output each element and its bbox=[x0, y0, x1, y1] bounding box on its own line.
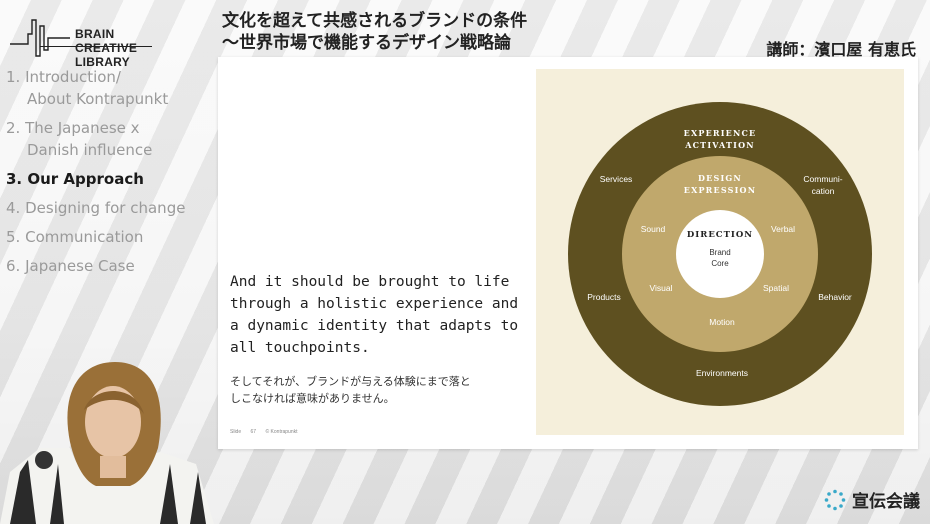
agenda-label-2: About Kontrapunkt bbox=[27, 90, 169, 108]
agenda-label: Introduction/ bbox=[25, 68, 121, 86]
label-verbal: Verbal bbox=[771, 224, 795, 234]
core-title: DIRECTION bbox=[687, 230, 753, 240]
agenda-item-3: 3. Our Approach bbox=[6, 168, 216, 190]
logo-underline bbox=[40, 46, 152, 48]
logo-waveform-icon bbox=[10, 19, 70, 57]
slide-footer: Slide 67 © Kontrapunkt bbox=[230, 429, 306, 435]
core-circle bbox=[676, 210, 764, 298]
presenter-video bbox=[0, 352, 222, 524]
agenda-number: 4. bbox=[6, 199, 21, 217]
agenda-list: 1. Introduction/ About Kontrapunkt 2. Th… bbox=[6, 66, 216, 284]
slide-copyright: © Kontrapunkt bbox=[265, 429, 298, 435]
sendenkaigi-brand: 宣伝会議 bbox=[824, 487, 920, 512]
label-environments: Environments bbox=[696, 368, 748, 378]
middle-title-1: DESIGN bbox=[698, 173, 742, 183]
logo-line-1: BRAIN bbox=[75, 27, 115, 41]
agenda-item-6: 6. Japanese Case bbox=[6, 255, 216, 277]
logo-text: BRAIN CREATIVE LIBRARY bbox=[75, 27, 137, 69]
agenda-label: Japanese Case bbox=[25, 257, 135, 275]
brain-creative-library-logo: BRAIN CREATIVE LIBRARY bbox=[10, 12, 160, 69]
core-line-2: Core bbox=[711, 259, 729, 268]
label-communication-2: cation bbox=[812, 186, 835, 196]
label-services: Services bbox=[600, 174, 633, 184]
agenda-label-2: Danish influence bbox=[27, 141, 153, 159]
logo-line-3: LIBRARY bbox=[75, 55, 130, 69]
label-motion: Motion bbox=[709, 317, 735, 327]
brand-name: 宣伝会議 bbox=[852, 492, 920, 512]
slide-text-jp-line-1: そしてそれが、ブランドが与える体験にまで落と bbox=[230, 375, 471, 388]
agenda-number: 6. bbox=[6, 257, 21, 275]
slide-label: Slide bbox=[230, 429, 242, 435]
outer-title-1: EXPERIENCE bbox=[684, 128, 757, 138]
logo-line-2: CREATIVE bbox=[75, 41, 138, 55]
brand-model-diagram: EXPERIENCE ACTIVATION Services Communi- … bbox=[536, 69, 904, 435]
agenda-item-2: 2. The Japanese x Danish influence bbox=[6, 117, 216, 161]
lecturer-name: 講師：濱口屋 有恵氏 bbox=[766, 40, 916, 59]
label-behavior: Behavior bbox=[818, 292, 852, 302]
label-products: Products bbox=[587, 292, 621, 302]
slide-text-en: And it should be brought to life through… bbox=[230, 274, 519, 356]
brand-model-rings: EXPERIENCE ACTIVATION Services Communi- … bbox=[568, 102, 872, 406]
agenda-label: The Japanese x bbox=[25, 119, 140, 137]
agenda-label: Our Approach bbox=[27, 170, 144, 188]
agenda-number: 3. bbox=[6, 170, 23, 188]
agenda-item-4: 4. Designing for change bbox=[6, 197, 216, 219]
core-line-1: Brand bbox=[709, 248, 730, 257]
slide-text-jp-line-2: しこなければ意味がありません。 bbox=[230, 392, 395, 405]
presentation-slide: And it should be brought to life through… bbox=[218, 57, 918, 449]
agenda-number: 5. bbox=[6, 228, 21, 246]
middle-title-2: EXPRESSION bbox=[684, 185, 756, 195]
brand-dots-icon bbox=[824, 489, 846, 510]
agenda-number: 2. bbox=[6, 119, 21, 137]
label-visual: Visual bbox=[650, 283, 673, 293]
agenda-item-5: 5. Communication bbox=[6, 226, 216, 248]
label-sound: Sound bbox=[641, 224, 666, 234]
page-title-line-2: 〜世界市場で機能するデザイン戦略論 bbox=[222, 33, 511, 53]
agenda-label: Communication bbox=[25, 228, 144, 246]
slide-page-number: 67 bbox=[250, 429, 257, 435]
agenda-label: Designing for change bbox=[25, 199, 186, 217]
label-spatial: Spatial bbox=[763, 283, 789, 293]
outer-title-2: ACTIVATION bbox=[684, 140, 755, 150]
page-title-line-1: 文化を超えて共感されるブランドの条件 bbox=[222, 11, 528, 31]
agenda-number: 1. bbox=[6, 68, 21, 86]
presenter-figure bbox=[0, 362, 214, 524]
label-communication-1: Communi- bbox=[803, 174, 842, 184]
page-title: 文化を超えて共感されるブランドの条件 〜世界市場で機能するデザイン戦略論 bbox=[222, 10, 527, 54]
agenda-item-1: 1. Introduction/ About Kontrapunkt bbox=[6, 66, 216, 110]
slide-text-jp: そしてそれが、ブランドが与える体験にまで落と しこなければ意味がありません。 bbox=[230, 373, 530, 407]
